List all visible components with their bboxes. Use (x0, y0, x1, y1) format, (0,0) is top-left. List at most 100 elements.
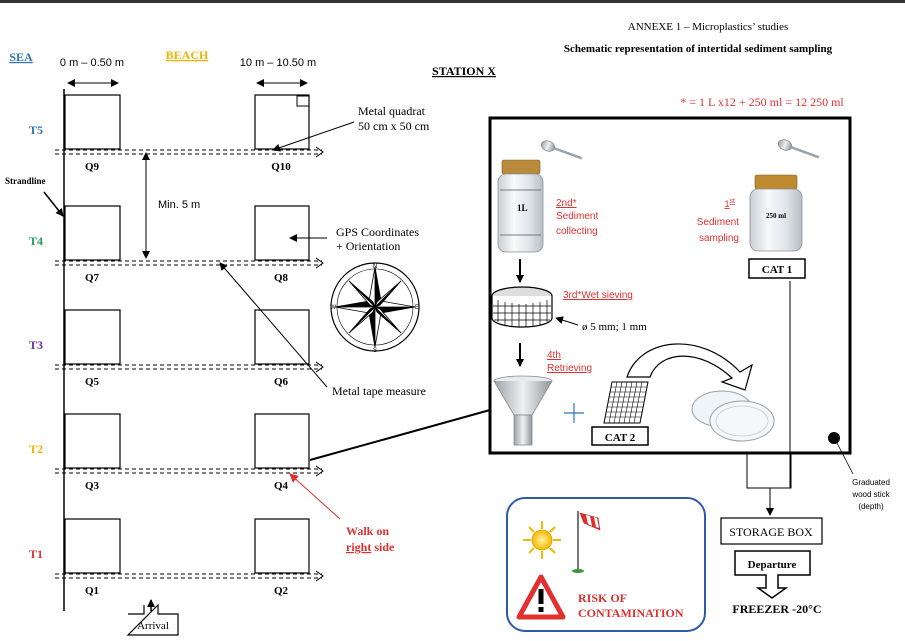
quadrat-label-q1: Q1 (85, 585, 99, 597)
diagram-subtitle: Schematic representation of intertidal s… (564, 43, 833, 55)
walk-label-right: right (346, 540, 371, 554)
step3-label: 3rd*Wet sieving (563, 290, 633, 301)
transect-label-t4: T4 (29, 234, 43, 248)
quadrat-q10 (254, 94, 310, 150)
gps-label-line1: GPS Coordinates (336, 225, 419, 239)
petri-dish-icon (691, 390, 775, 442)
spoon-icon-right (777, 139, 820, 159)
cat2-box (591, 426, 649, 446)
walk-label-line1: Walk on (346, 524, 389, 538)
station-title: STATION X (432, 64, 496, 78)
quadrat-label-q5: Q5 (85, 376, 100, 388)
walk-arrow (289, 473, 341, 520)
warning-icon (516, 574, 566, 620)
strandline-arrow (43, 191, 64, 217)
wood-stick-line1: Graduated (852, 478, 890, 487)
step2-line2: Sediment (556, 211, 598, 222)
mesh-label: ø 5 mm; 1 mm (582, 321, 647, 333)
beach-label: BEACH (166, 48, 209, 62)
tape-label: Metal tape measure (332, 384, 426, 398)
funnel-icon (493, 375, 553, 446)
small-jar-icon: 250 ml (749, 174, 803, 252)
transect-arrow-t4 (315, 257, 324, 269)
quadrat-label-q7: Q7 (85, 272, 100, 284)
cat2-label: CAT 2 (605, 432, 636, 444)
cat1-label: CAT 1 (762, 264, 792, 276)
wood-stick-line2: wood stick (851, 490, 890, 499)
risk-box (506, 497, 706, 632)
step1-line3: sampling (699, 233, 739, 244)
transect-label-t5: T5 (29, 123, 43, 137)
quadrat-arrow (272, 121, 355, 152)
step1-sup: st (730, 198, 736, 205)
transect-arrow-t3 (315, 361, 324, 373)
quadrat-label-q4: Q4 (274, 480, 289, 492)
distance-far-label: 10 m – 10.50 m (240, 57, 316, 69)
min-distance-label: Min. 5 m (158, 199, 200, 211)
quadrat-label-q2: Q2 (274, 585, 289, 597)
transect-arrow-t5 (315, 146, 324, 158)
arrival-box (126, 603, 179, 636)
protocol-box (488, 116, 852, 455)
quadrat-label-q10: Q10 (271, 161, 291, 173)
quadrat-corner-marker (296, 95, 310, 107)
distance-near-label: 0 m – 0.50 m (60, 57, 124, 69)
transect-arrow-t1 (315, 570, 324, 582)
quadrat-label-q9: Q9 (85, 161, 100, 173)
sieve-icon (491, 286, 553, 328)
compass-rose-icon: N S E W (330, 262, 420, 354)
connector-line (309, 409, 491, 461)
quadrat-q4 (254, 413, 310, 469)
departure-arrow-box (734, 550, 811, 599)
wood-stick-marker (828, 432, 840, 444)
step4-line1: 4th (547, 350, 561, 361)
quadrat-q6 (254, 309, 310, 365)
compass-s: S (373, 348, 377, 354)
big-jar-label: 1L (517, 203, 528, 213)
freezer-label: FREEZER -20°C (732, 602, 821, 616)
compass-e: E (415, 305, 419, 311)
quadrat-label-line1: Metal quadrat (358, 104, 426, 118)
protocol-to-storage-shape (746, 452, 792, 489)
quadrat-q3 (64, 413, 121, 469)
arrival-label: Arrival (137, 620, 169, 632)
quadrat-label-q3: Q3 (85, 480, 100, 492)
step1-line2: Sediment (697, 217, 739, 228)
step2-line3: collecting (556, 226, 598, 237)
windsock-icon (572, 511, 601, 573)
step2-line1: 2nd* (556, 198, 577, 209)
compass-w: W (330, 305, 336, 311)
transect-arrow-t2 (315, 465, 324, 477)
walk-label-side: side (371, 540, 395, 554)
quadrat-q1 (64, 518, 121, 574)
storage-box (720, 517, 823, 545)
quadrat-label-q6: Q6 (274, 376, 289, 388)
curved-arrow-icon (626, 343, 753, 391)
risk-line2: CONTAMINATION (578, 606, 684, 620)
big-jar-icon: 1L (497, 159, 544, 253)
step1-line1: 1st (725, 198, 736, 209)
sea-label: SEA (9, 50, 33, 64)
transect-label-t2: T2 (29, 442, 43, 456)
storage-label: STORAGE BOX (729, 525, 813, 539)
sun-icon (523, 521, 561, 559)
formula-text: * = 1 L x12 + 250 ml = 12 250 ml (680, 95, 844, 109)
quadrat-q2 (254, 518, 310, 574)
spoon-icon-left (540, 140, 583, 160)
formula-text-value: * = 1 L x12 + 250 ml = 12 250 ml (680, 95, 844, 109)
transect-label-t3: T3 (29, 338, 43, 352)
risk-line1: RISK OF (578, 591, 627, 605)
quadrat-q7 (64, 205, 121, 261)
cat1-box (748, 258, 806, 279)
wood-stick-leader (836, 442, 854, 475)
quadrat-q8 (254, 205, 310, 261)
strandline-label: Strandline (5, 176, 46, 186)
top-bar (0, 0, 905, 3)
wood-stick-line3: (depth) (858, 502, 884, 511)
walk-label-line2: right side (346, 540, 395, 554)
mesh-grid-icon (603, 381, 649, 424)
step4-line2: Retrieving (547, 363, 592, 374)
compass-n: N (373, 264, 377, 270)
